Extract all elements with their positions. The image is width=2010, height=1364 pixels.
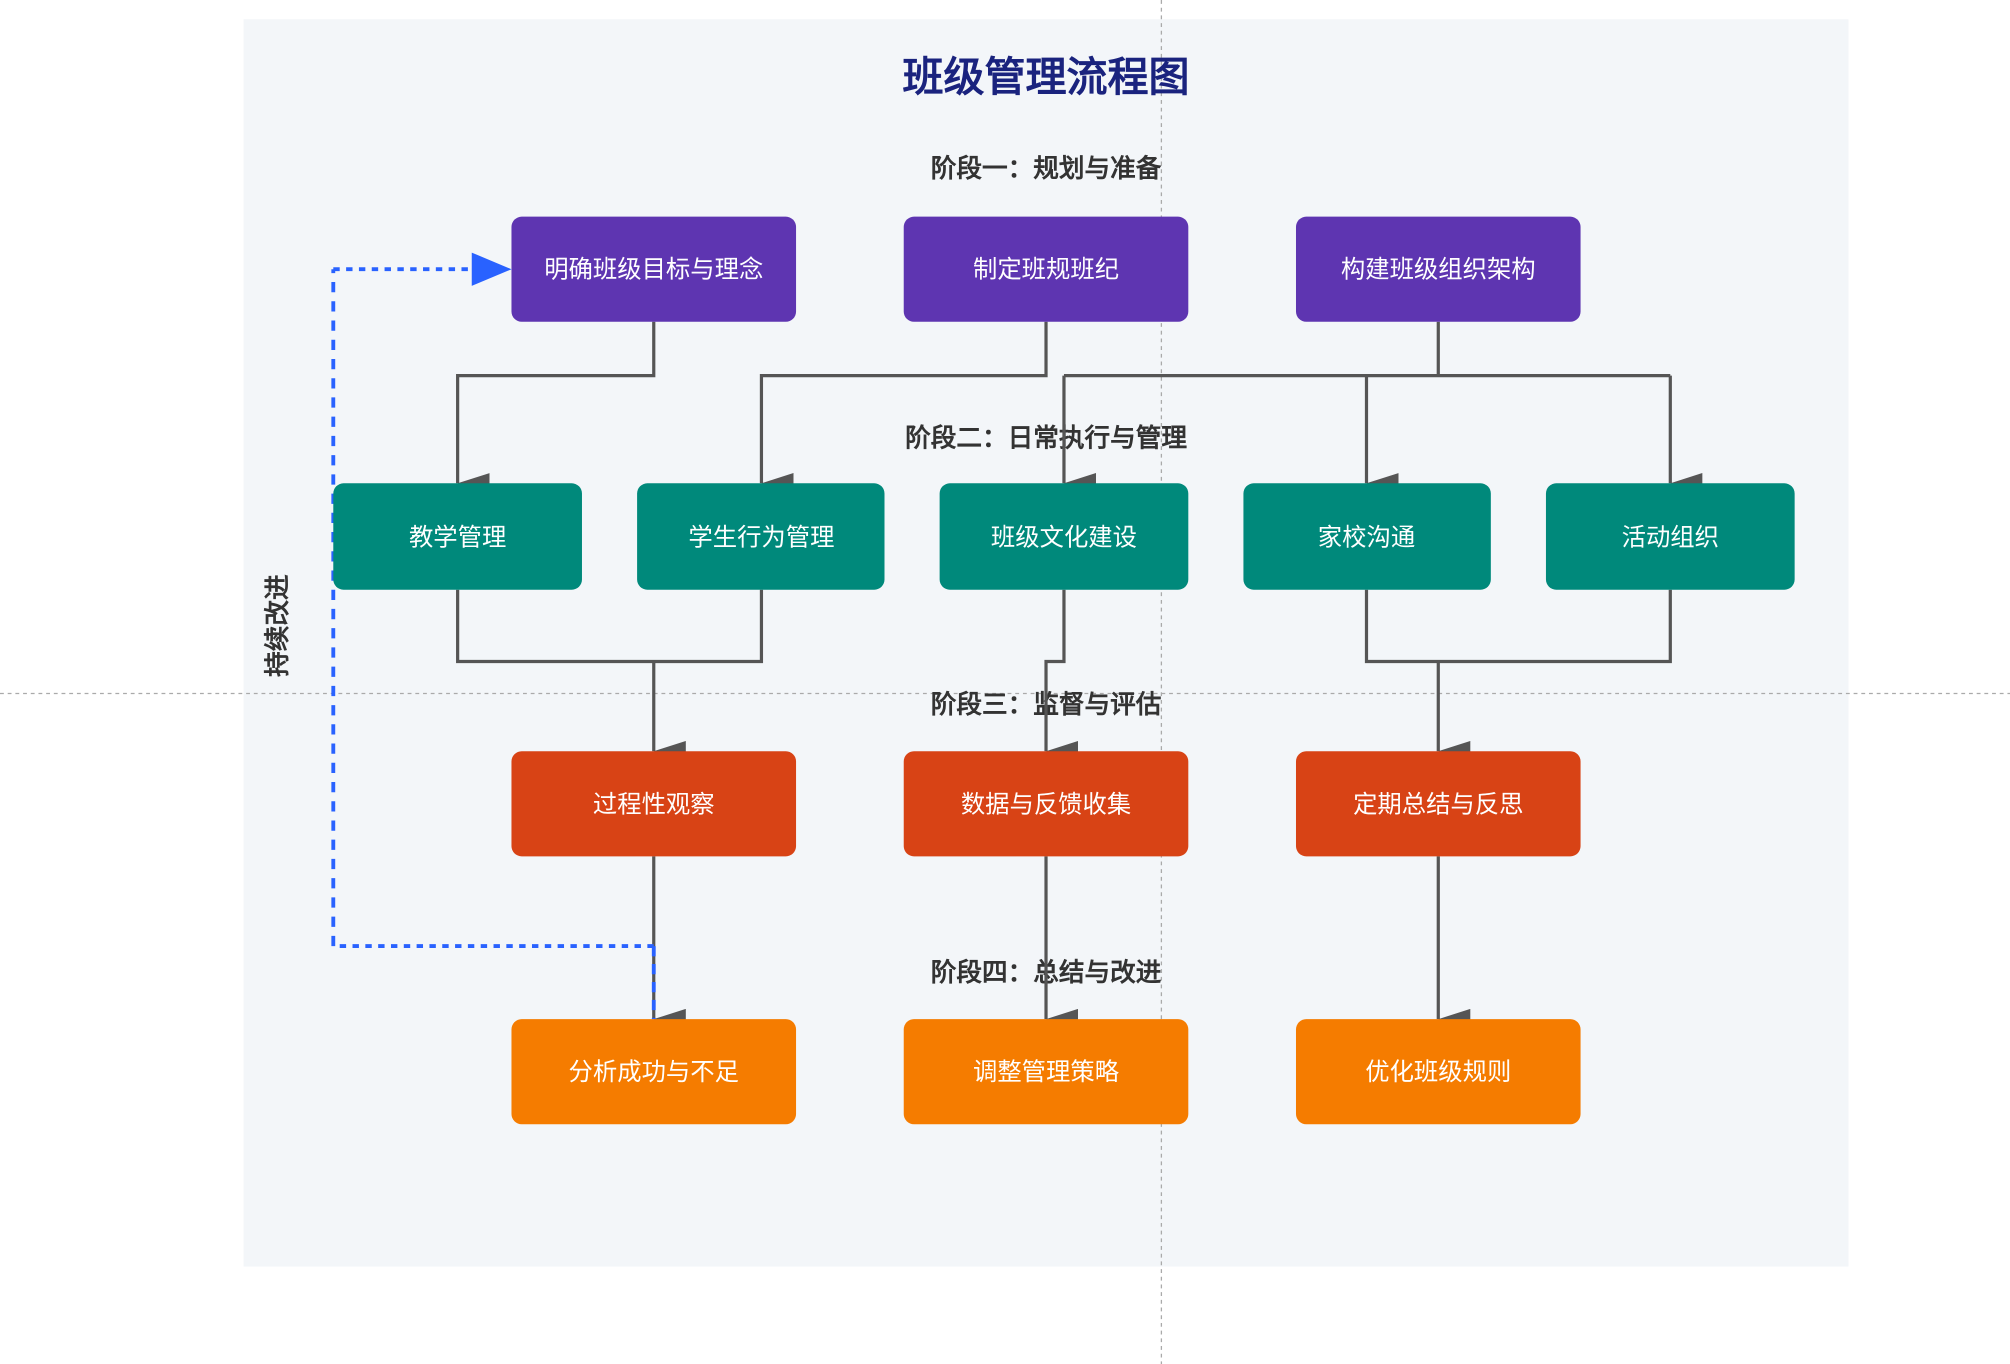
node-phase3-3[interactable]: 定期总结与反思: [1295, 751, 1581, 857]
svg-text:分析成功与不足: 分析成功与不足: [569, 1057, 739, 1086]
svg-text:过程性观察: 过程性观察: [593, 789, 715, 818]
svg-text:活动组织: 活动组织: [1622, 523, 1719, 552]
svg-text:数据与反馈收集: 数据与反馈收集: [961, 789, 1131, 818]
node-phase1-3[interactable]: 构建班级组织架构: [1295, 216, 1581, 322]
feedback-loop: [331, 252, 656, 1020]
node-phase4-3[interactable]: 优化班级规则: [1295, 1019, 1581, 1125]
node-phase4-2[interactable]: 调整管理策略: [903, 1019, 1189, 1125]
phase-2-label: 阶段二：日常执行与管理: [905, 422, 1187, 453]
feedback-arrow-icon: [471, 252, 512, 286]
diagram-title: 班级管理流程图: [902, 53, 1189, 101]
svg-text:学生行为管理: 学生行为管理: [688, 523, 834, 552]
node-phase2-3[interactable]: 班级文化建设: [939, 483, 1189, 590]
node-phase2-1[interactable]: 教学管理: [333, 483, 582, 590]
svg-text:优化班级规则: 优化班级规则: [1365, 1057, 1511, 1086]
node-phase1-1[interactable]: 明确班级目标与理念: [511, 216, 797, 322]
svg-text:明确班级目标与理念: 明确班级目标与理念: [544, 255, 763, 284]
svg-text:构建班级组织架构: 构建班级组织架构: [1341, 255, 1536, 284]
svg-text:班级文化建设: 班级文化建设: [991, 523, 1137, 552]
node-phase4-1[interactable]: 分析成功与不足: [511, 1019, 797, 1125]
phase-1-label: 阶段一：规划与准备: [931, 153, 1162, 184]
svg-text:教学管理: 教学管理: [409, 523, 506, 552]
node-phase3-1[interactable]: 过程性观察: [511, 751, 797, 857]
node-phase1-2[interactable]: 制定班规班纪: [903, 216, 1189, 322]
svg-text:定期总结与反思: 定期总结与反思: [1353, 789, 1523, 818]
svg-text:制定班规班纪: 制定班规班纪: [973, 255, 1119, 284]
node-phase2-4[interactable]: 家校沟通: [1243, 483, 1491, 590]
node-phase2-5[interactable]: 活动组织: [1545, 483, 1795, 590]
svg-text:调整管理策略: 调整管理策略: [973, 1057, 1119, 1086]
node-phase3-2[interactable]: 数据与反馈收集: [903, 751, 1189, 857]
continuous-improvement-label: 持续改进: [262, 574, 293, 677]
node-phase2-2[interactable]: 学生行为管理: [637, 483, 885, 590]
svg-text:家校沟通: 家校沟通: [1318, 523, 1415, 552]
